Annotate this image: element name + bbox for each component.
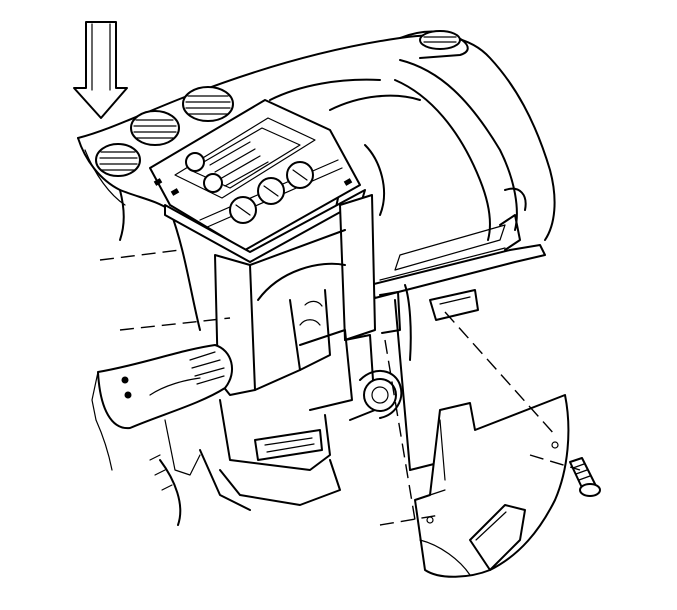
lower-trim-panel <box>414 394 570 578</box>
panel-detail-lines <box>91 300 323 491</box>
screw-icon <box>569 457 601 497</box>
radio-control-faceplate <box>149 99 366 263</box>
center-console-bracket <box>159 194 403 526</box>
air-vent-icon <box>95 30 461 177</box>
direction-arrow-icon <box>73 21 128 119</box>
hand-icon <box>97 344 234 430</box>
alignment-lines <box>99 249 581 526</box>
